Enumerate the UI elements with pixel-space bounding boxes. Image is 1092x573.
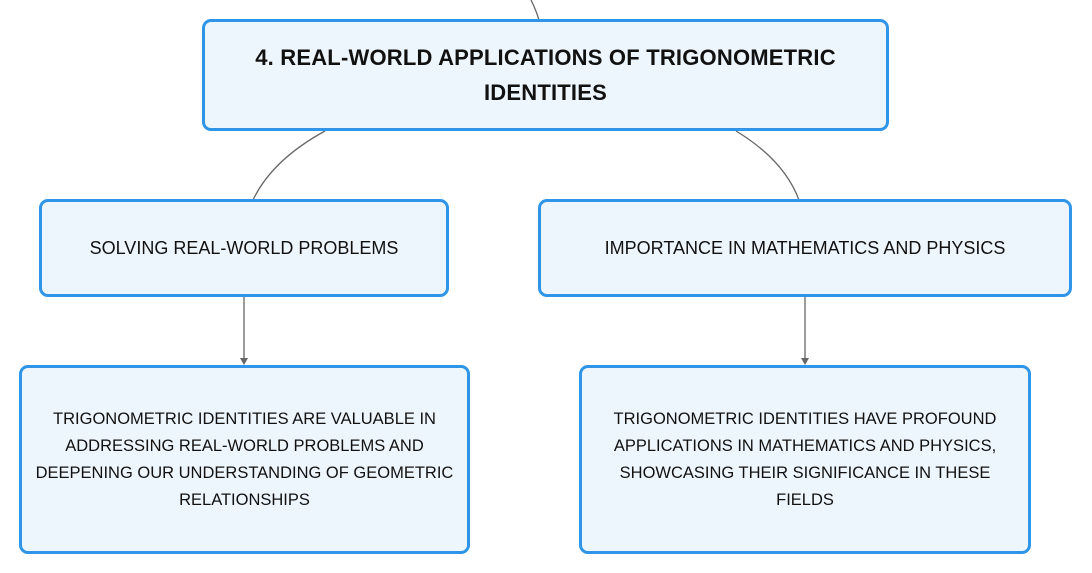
topic-label-importance: IMPORTANCE IN MATHEMATICS AND PHYSICS [604,238,1006,258]
topic-node-importance[interactable]: IMPORTANCE IN MATHEMATICS AND PHYSICS [538,199,1072,297]
detail-node-profound[interactable]: TRIGONOMETRIC IDENTITIES HAVE PROFOUND A… [579,365,1031,554]
topic-label-solving-problems: SOLVING REAL-WORLD PROBLEMS [89,238,399,258]
connector-root-to-solving [252,130,326,201]
detail-text-profound: TRIGONOMETRIC IDENTITIES HAVE PROFOUND A… [613,409,997,509]
root-topic-node[interactable]: 4. REAL-WORLD APPLICATIONS OF TRIGONOMET… [202,19,889,131]
detail-text-valuable: TRIGONOMETRIC IDENTITIES ARE VALUABLE IN… [35,409,454,509]
detail-node-valuable[interactable]: TRIGONOMETRIC IDENTITIES ARE VALUABLE IN… [19,365,470,554]
connector-root-to-importance [735,130,800,201]
connector-parent-to-root [530,0,540,21]
root-topic-title: 4. REAL-WORLD APPLICATIONS OF TRIGONOMET… [255,45,836,105]
topic-node-solving-problems[interactable]: SOLVING REAL-WORLD PROBLEMS [39,199,449,297]
